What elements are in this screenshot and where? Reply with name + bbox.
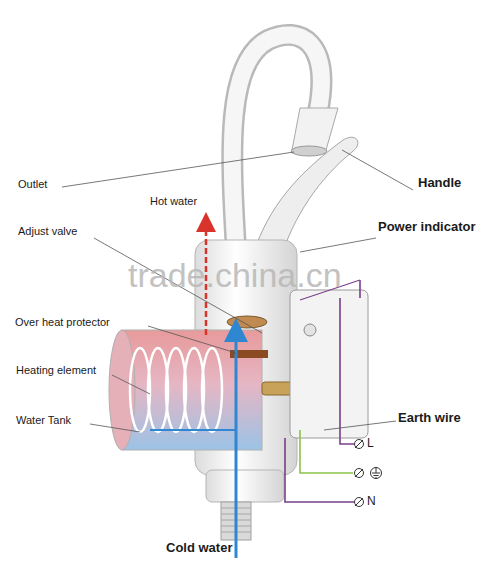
part-label: Adjust valve bbox=[18, 225, 77, 238]
watermark: trade.china.cn bbox=[128, 256, 342, 295]
part-label: Outlet bbox=[18, 178, 47, 191]
flow-label: Hot water bbox=[150, 195, 197, 208]
part-label: Heating element bbox=[16, 364, 96, 377]
part-label: Earth wire bbox=[398, 411, 461, 426]
part-label: Handle bbox=[418, 176, 461, 191]
flow-label: Cold water bbox=[166, 541, 232, 556]
part-label: Water Tank bbox=[16, 414, 71, 427]
part-label: Power indicator bbox=[378, 220, 476, 235]
terminal-name: N bbox=[367, 495, 376, 509]
terminal-name: L bbox=[367, 437, 374, 451]
part-label: Over heat protector bbox=[15, 316, 110, 329]
